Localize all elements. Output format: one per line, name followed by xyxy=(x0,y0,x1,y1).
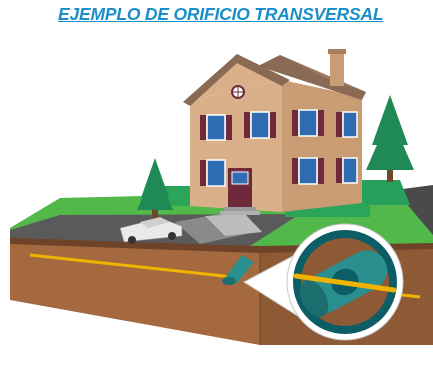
house-icon xyxy=(183,49,366,215)
gas-line xyxy=(29,253,234,279)
sewer-lateral xyxy=(222,255,254,284)
tree-icon xyxy=(137,158,173,220)
cross-bore-illustration xyxy=(0,49,433,370)
fade-bottom xyxy=(0,345,433,370)
magnifier-callout xyxy=(243,223,404,341)
hedge-left xyxy=(165,186,195,206)
diagram-title: EJEMPLO DE ORIFICIO TRANSVERSAL xyxy=(58,4,384,24)
sewer-lateral-end xyxy=(222,277,236,285)
soil-front xyxy=(10,244,260,345)
driveway xyxy=(175,214,255,244)
car-icon xyxy=(119,217,183,244)
walkway xyxy=(205,214,262,236)
tree-icon xyxy=(366,95,414,182)
